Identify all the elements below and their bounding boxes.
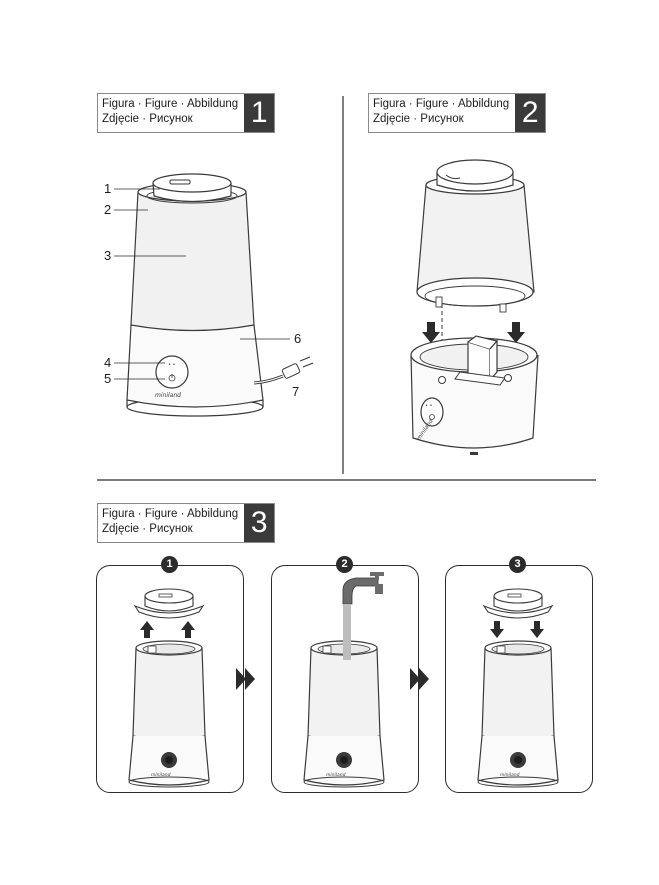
refill-steps-illustration: miniland [0,0,659,885]
